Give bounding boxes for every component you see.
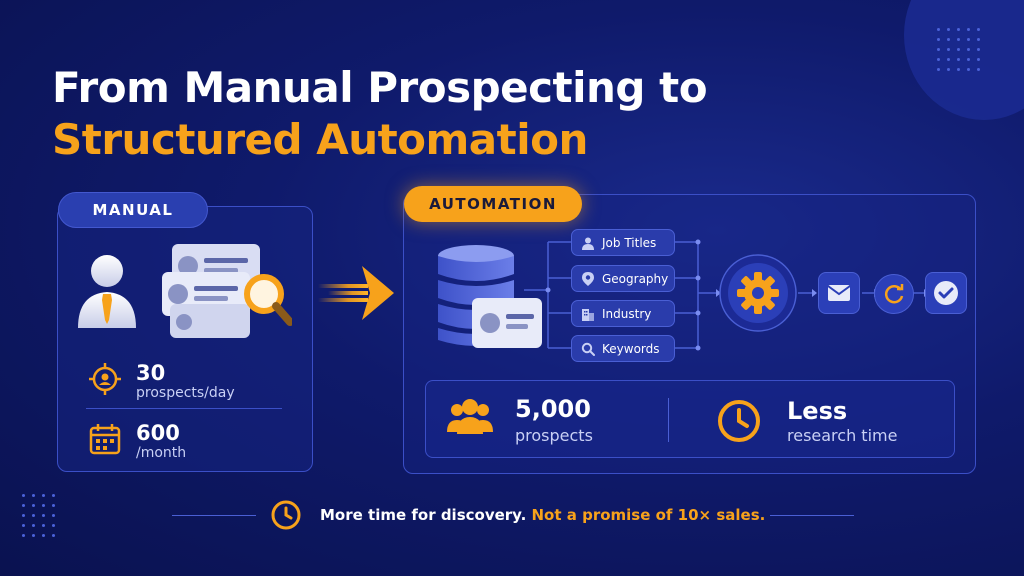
profile-cards-icon [162, 244, 292, 338]
stat-label: prospects/day [136, 385, 235, 401]
stat-value: 600 [136, 421, 180, 445]
footer-message: More time for discovery. Not a promise o… [320, 506, 765, 524]
calendar-icon [89, 424, 121, 455]
stat-per-month: 600 /month [88, 422, 186, 462]
page-title: From Manual Prospecting to Structured Au… [52, 62, 708, 166]
clock-icon [271, 500, 301, 530]
title-line-2: Structured Automation [52, 115, 588, 164]
automation-badge: AUTOMATION [404, 186, 582, 222]
divider [668, 398, 669, 442]
clock-icon [718, 400, 760, 442]
footer-line-left [172, 515, 256, 516]
stat-prospects-per-day: 30 prospects/day [88, 362, 235, 402]
stat-value: 30 [136, 361, 166, 385]
people-group-icon [447, 399, 493, 434]
filter-job-titles[interactable]: Job Titles [571, 229, 675, 256]
email-step [818, 272, 860, 314]
filter-keywords[interactable]: Keywords [571, 335, 675, 362]
footer-line-right [770, 515, 854, 516]
person-icon [582, 237, 594, 250]
filter-label: Keywords [602, 341, 660, 356]
search-icon [581, 342, 595, 356]
check-icon [934, 281, 958, 305]
decorative-dots [22, 494, 55, 537]
person-icon [78, 255, 136, 328]
building-icon [582, 308, 594, 321]
result-value: 5,000 [515, 395, 591, 423]
filter-industry[interactable]: Industry [571, 300, 675, 327]
result-label: research time [787, 426, 898, 445]
manual-badge: MANUAL [58, 192, 208, 228]
gear-icon [719, 254, 797, 332]
results-box [425, 380, 955, 458]
stat-label: /month [136, 445, 187, 461]
transition-arrow-icon [318, 266, 394, 320]
decorative-dots [937, 28, 980, 71]
footer-text-orange: Not a promise of 10× sales. [531, 506, 766, 524]
footer-text-white: More time for discovery. [320, 506, 527, 524]
title-line-1: From Manual Prospecting to [52, 63, 708, 112]
divider [86, 408, 282, 409]
result-label: prospects [515, 426, 593, 445]
target-icon [89, 363, 121, 395]
result-value: Less [787, 397, 848, 425]
filter-geography[interactable]: Geography [571, 265, 675, 292]
email-icon [827, 285, 851, 301]
filter-label: Industry [602, 306, 652, 321]
refresh-step [874, 274, 914, 314]
check-step [925, 272, 967, 314]
database-icon [438, 245, 542, 348]
filter-label: Job Titles [602, 235, 657, 250]
refresh-icon [884, 284, 904, 304]
filter-label: Geography [602, 271, 669, 286]
map-pin-icon [582, 271, 594, 286]
